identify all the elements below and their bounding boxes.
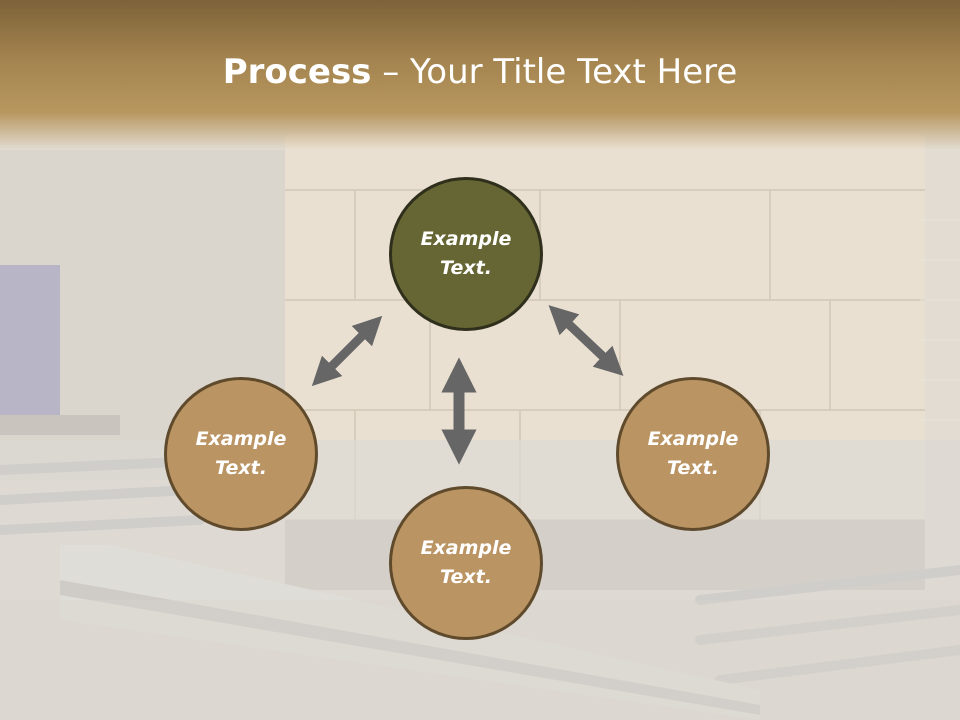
node-bottom-text: Example Text.	[420, 537, 512, 588]
node-top-text: Example Text.	[420, 228, 512, 279]
arrow-top-right	[548, 305, 624, 376]
node-right-text: Example Text.	[647, 428, 739, 479]
process-node-left[interactable]: Example Text.	[164, 377, 318, 531]
node-left-text: Example Text.	[195, 428, 287, 479]
arrow-top-left	[311, 315, 383, 387]
title-bar	[0, 0, 960, 150]
title-bold-word: Process	[222, 52, 372, 92]
title-rest: – Your Title Text Here	[371, 52, 738, 92]
process-node-right[interactable]: Example Text.	[616, 377, 770, 531]
slide-title[interactable]: Process – Your Title Text Here	[0, 52, 960, 92]
process-node-top[interactable]: Example Text.	[389, 177, 543, 331]
process-node-bottom[interactable]: Example Text.	[389, 486, 543, 640]
